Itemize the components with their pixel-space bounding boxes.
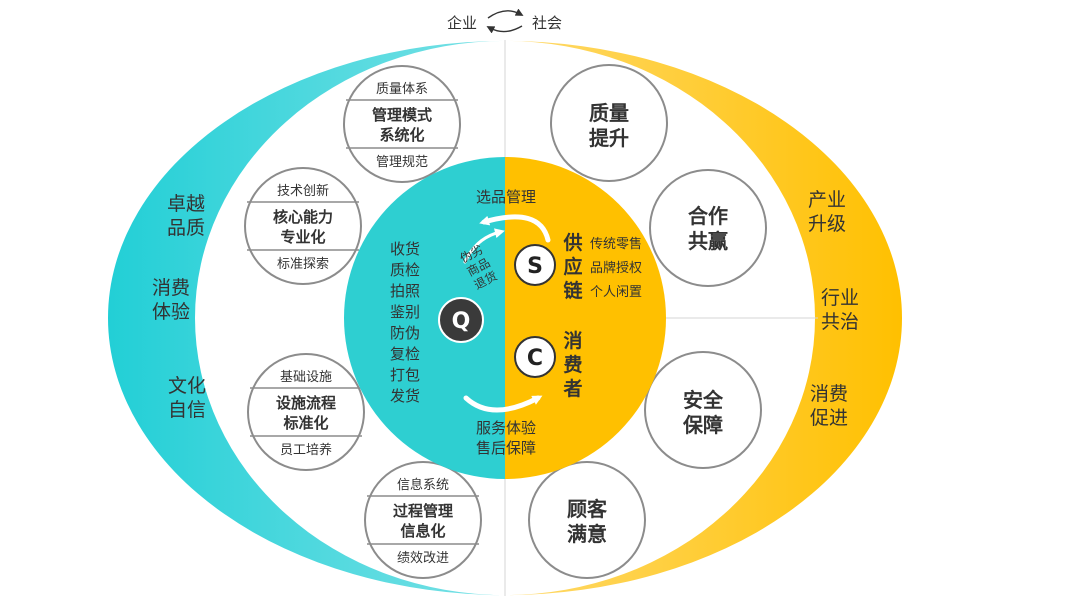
c-letter: C [527,346,543,371]
left-value-line: 卓越 [167,193,205,215]
supply-chain-title: 供 应 链 [562,231,582,302]
process-step: 鉴别 [390,303,420,321]
process-step: 打包 [390,366,420,384]
left-values: 卓越 品质 消费 体验 文化 自信 [152,193,206,421]
supply-title-char: 应 [563,255,582,278]
left-value-line: 品质 [167,217,205,239]
circle-main-label: 共赢 [688,229,728,253]
right-circle-quality: 质量 提升 [550,64,668,182]
supply-title-char: 链 [563,279,582,302]
circle-top-label: 质量体系 [376,82,428,97]
circle-main-label: 质量 [589,101,629,125]
top-left-label: 企业 [447,14,477,32]
right-value-line: 消费 [810,383,848,405]
left-circle-capability: 技术创新 核心能力 专业化 标准探索 [244,167,362,285]
left-value-line: 自信 [168,399,206,421]
teal-crescent [108,41,505,595]
right-value-line: 促进 [810,407,848,429]
circle-bottom-label: 管理规范 [376,155,428,170]
circle-main-label: 保障 [682,413,723,437]
circle-main-label: 提升 [589,126,629,150]
circle-main-label: 合作 [688,204,728,228]
process-step: 质检 [390,261,420,279]
supply-item: 传统零售 [590,236,642,252]
circle-main-label: 满意 [567,522,607,546]
process-step: 发货 [390,387,420,405]
c-badge: C [514,336,556,378]
circle-top-label: 信息系统 [397,477,449,493]
s-letter: S [527,254,543,279]
q-process-steps: 收货 质检 拍照 鉴别 防伪 复检 打包 发货 [390,240,420,405]
top-curved-arrow [479,214,551,243]
after-sales-label: 售后保障 [476,439,536,457]
circle-main-label: 管理模式 [372,106,432,124]
process-step: 拍照 [390,282,420,300]
circle-main-label: 信息化 [400,522,445,540]
left-value-line: 文化 [168,375,206,397]
right-circle-safety: 安全 保障 [644,351,762,469]
left-circle-facilities: 基础设施 设施流程 标准化 员工培养 [247,353,365,471]
circle-top-label: 基础设施 [280,370,332,385]
circle-main-label: 设施流程 [276,394,336,412]
circle-main-label: 专业化 [280,228,325,246]
supply-item: 品牌授权 [590,260,642,276]
right-circle-customer: 顾客 满意 [528,461,646,579]
process-step: 防伪 [390,324,420,342]
left-circle-management: 质量体系 管理模式 系统化 管理规范 [343,65,461,183]
left-value-line: 消费 [152,277,190,299]
consumer-title-char: 者 [563,378,582,400]
right-circle-cooperation: 合作 共赢 [649,169,767,287]
q-badge: Q [438,297,484,343]
q-letter: Q [452,309,471,334]
right-values: 产业 升级 行业 共治 消费 促进 [808,189,859,429]
circle-bottom-label: 员工培养 [280,442,332,458]
yellow-crescent [505,41,902,595]
right-value-line: 共治 [821,311,859,333]
supply-item: 个人闲置 [590,285,642,300]
swap-arrows-icon [486,8,524,34]
left-circle-process: 信息系统 过程管理 信息化 绩效改进 [364,461,482,579]
circle-main-label: 核心能力 [273,208,333,226]
circle-top-label: 技术创新 [277,183,329,199]
process-step: 收货 [390,240,420,258]
counterfeit-return-label: 伪劣 商品 退货 [458,242,500,292]
s-badge: S [514,244,556,286]
process-step: 复检 [390,345,420,363]
circle-bottom-label: 绩效改进 [397,551,449,566]
consumer-title-char: 费 [563,354,582,376]
selection-management-label: 选品管理 [476,188,536,206]
circle-main-label: 过程管理 [393,502,453,520]
circle-main-label: 顾客 [567,497,608,521]
return-arrow [463,228,505,264]
bottom-curved-arrow [463,395,543,413]
right-value-line: 行业 [821,287,859,309]
circle-main-label: 安全 [683,388,724,412]
right-value-line: 产业 [808,189,846,211]
circle-bottom-label: 标准探索 [277,257,329,272]
supply-items: 传统零售 品牌授权 个人闲置 [590,236,642,300]
circle-main-label: 标准化 [282,414,328,432]
consumer-title: 消 费 者 [563,329,582,400]
circle-main-label: 系统化 [379,126,424,144]
consumer-title-char: 消 [563,329,582,352]
supply-title-char: 供 [562,231,582,254]
service-experience-label: 服务体验 [476,419,536,437]
top-right-label: 社会 [532,14,562,32]
left-value-line: 体验 [152,301,190,323]
right-value-line: 升级 [808,213,846,235]
